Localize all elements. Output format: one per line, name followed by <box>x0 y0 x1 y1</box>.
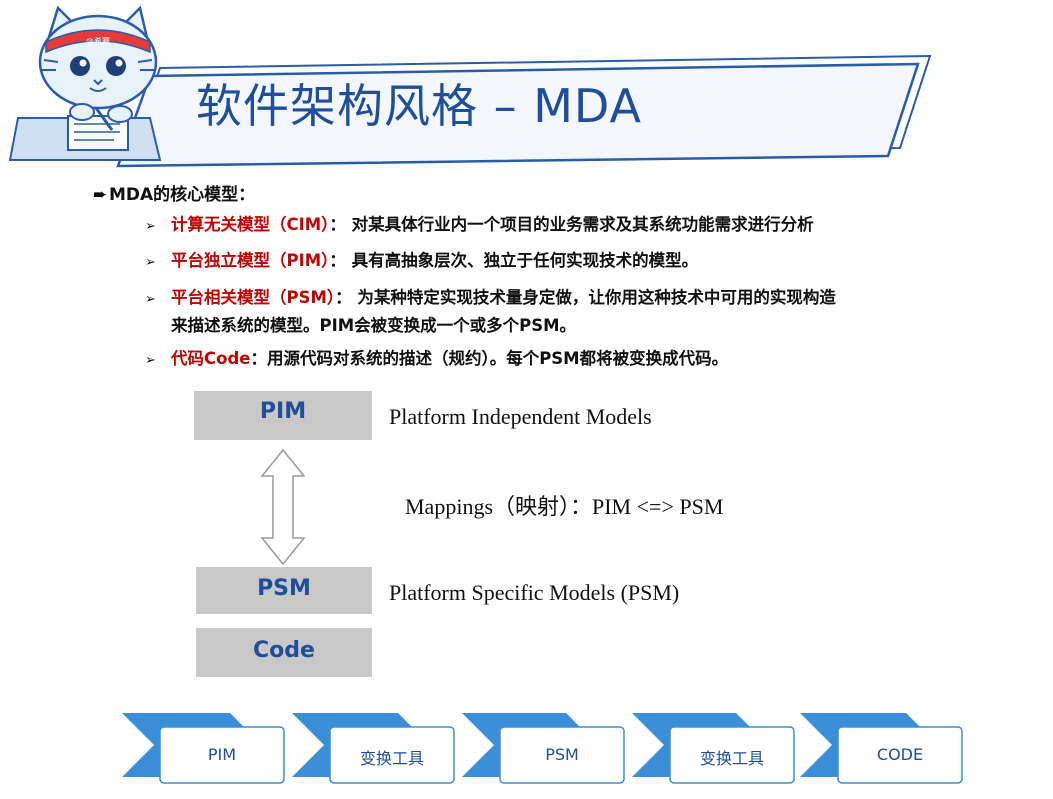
flow-step-pim: PIM <box>207 745 237 764</box>
page-title: 软件架构风格 – MDA <box>196 79 643 133</box>
mapping-description: Mappings（映射）：PIM <=> PSM <box>405 494 724 519</box>
item-term: 代码Code <box>171 349 251 368</box>
pim-box: PIM <box>194 391 372 440</box>
double-arrow-icon <box>260 448 306 566</box>
pim-description: Platform Independent Models <box>389 404 652 429</box>
psm-description: Platform Specific Models (PSM) <box>389 580 680 605</box>
list-item: ➢ 计算无关模型（CIM）： 对某具体行业内一个项目的业务需求及其系统功能需求进行… <box>145 213 814 239</box>
section-heading: ➨MDA的核心模型： <box>93 180 255 205</box>
item-text: ： 具有高抽象层次、独立于任何实现技术的模型。 <box>329 251 699 270</box>
flow-step-transform-1: 变换工具 <box>359 749 424 768</box>
arrow-bullet-icon: ➨ <box>93 185 108 205</box>
list-item: ➢ 平台独立模型（PIM）： 具有高抽象层次、独立于任何实现技术的模型。 <box>145 249 698 275</box>
triangle-bullet-icon: ➢ <box>145 255 156 270</box>
item-text: ： 对某具体行业内一个项目的业务需求及其系统功能需求进行分析 <box>329 215 814 234</box>
flow-cards <box>159 726 963 784</box>
mascot-cat-logo: @希赛 <box>8 5 162 161</box>
item-text: ：用源代码对系统的描述（规约）。每个PSM都将被变换成代码。 <box>250 349 729 368</box>
triangle-bullet-icon: ➢ <box>145 292 156 307</box>
transform-flow <box>122 713 963 784</box>
code-box: Code <box>196 628 372 677</box>
item-term: 计算无关模型（CIM） <box>171 215 330 234</box>
item-continuation: 来描述系统的模型。PIM会被变换成一个或多个PSM。 <box>171 316 577 335</box>
section-heading-text: MDA的核心模型： <box>109 185 256 205</box>
flow-step-transform-2: 变换工具 <box>699 749 764 768</box>
list-item: ➢ 代码Code：用源代码对系统的描述（规约）。每个PSM都将被变换成代码。 <box>145 347 728 373</box>
item-term: 平台独立模型（PIM） <box>171 251 330 270</box>
triangle-bullet-icon: ➢ <box>145 353 156 368</box>
headband-text: @希赛 <box>86 36 110 46</box>
psm-box: PSM <box>196 567 372 614</box>
flow-step-psm: PSM <box>545 745 579 764</box>
list-item: ➢ 平台相关模型（PSM）： 为某种特定实现技术量身定做，让你用这种技术中可用的实… <box>145 286 836 312</box>
item-term: 平台相关模型（PSM） <box>171 288 336 307</box>
item-text: ： 为某种特定实现技术量身定做，让你用这种技术中可用的实现构造 <box>335 288 836 307</box>
title-banner: @希赛 <box>8 5 932 168</box>
triangle-bullet-icon: ➢ <box>145 219 156 234</box>
flow-step-code: CODE <box>876 745 924 764</box>
